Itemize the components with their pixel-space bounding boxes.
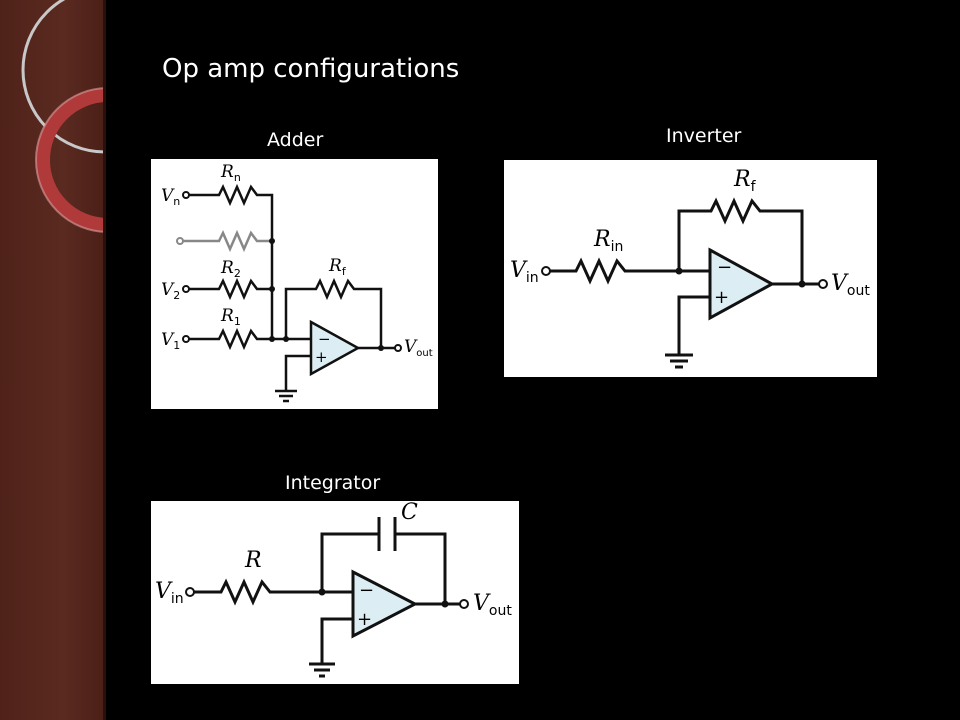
integrator-diagram: − + R C Vin Vout: [151, 501, 519, 684]
inverter-rin-label: Rin: [593, 227, 623, 255]
integrator-c-label: C: [401, 501, 418, 525]
adder-input-terminal-1: [182, 335, 190, 343]
integrator-vin-label: Vin: [155, 579, 184, 607]
ring-small-inner: [35, 87, 106, 233]
sidebar-decoration: [0, 0, 106, 720]
adder-label: Adder: [267, 129, 324, 151]
inverter-input-terminal: [541, 266, 551, 276]
integrator-label: Integrator: [285, 472, 381, 494]
adder-rf-label: Rf: [328, 256, 347, 278]
adder-ground-wire: [284, 354, 311, 391]
adder-input-terminal-gray: [176, 237, 184, 245]
integrator-ground-symbol: [309, 662, 335, 678]
adder-diagram: − + Rn R2 R1 Rf Vn V2 V1 Vout: [151, 159, 438, 409]
sidebar-rings-graphic: [21, 0, 106, 233]
integrator-input-terminal: [185, 587, 195, 597]
integrator-output-terminal: [459, 599, 469, 609]
sidebar-edge: [103, 0, 106, 720]
adder-ground-symbol: [275, 389, 297, 403]
ring-large: [21, 0, 106, 154]
adder-wire-2: [189, 277, 272, 301]
adder-input-terminal-n: [182, 191, 190, 199]
integrator-r-label: R: [244, 548, 262, 573]
inverter-minus-sign: −: [717, 257, 732, 278]
adder-input-terminal-2: [182, 285, 190, 293]
integrator-feedback: [320, 532, 447, 604]
inverter-ground-wire: [677, 295, 710, 355]
adder-wire-n: [189, 183, 274, 339]
inverter-feedback: [677, 197, 804, 284]
inverter-opamp: [708, 247, 776, 321]
integrator-plus-sign: +: [357, 609, 372, 630]
ring-small: [36, 88, 106, 232]
adder-vout-label: Vout: [404, 337, 433, 359]
integrator-input-wire: [193, 578, 353, 606]
adder-plus-sign: +: [315, 348, 328, 366]
inverter-input-wire: [550, 257, 710, 285]
inverter-vin-label: Vin: [510, 258, 539, 286]
adder-vn-label: Vn: [161, 186, 180, 208]
slide-title: Op amp configurations: [162, 54, 460, 84]
adder-wire-gray: [183, 229, 272, 253]
inverter-circuit-svg: − + Rin Rf Vin Vout: [510, 167, 870, 369]
adder-minus-sign: −: [318, 330, 331, 348]
integrator-ground-wire: [320, 617, 353, 664]
adder-r2-label: R2: [220, 258, 241, 280]
adder-rn-label: Rn: [220, 162, 241, 184]
integrator-vout-label: Vout: [473, 591, 512, 619]
adder-v2-label: V2: [161, 280, 180, 302]
adder-circuit-svg: − + Rn R2 R1 Rf Vn V2 V1 Vout: [161, 162, 433, 403]
inverter-plus-sign: +: [714, 287, 729, 308]
adder-output-terminal: [394, 344, 402, 352]
adder-feedback: [284, 277, 383, 348]
adder-opamp: [309, 319, 361, 377]
inverter-output-terminal: [818, 279, 828, 289]
inverter-diagram: − + Rin Rf Vin Vout: [504, 160, 877, 377]
adder-r1-label: R1: [220, 306, 241, 328]
inverter-label: Inverter: [666, 125, 742, 147]
inverter-rf-label: Rf: [733, 167, 757, 195]
adder-v1-label: V1: [161, 330, 180, 352]
integrator-circuit-svg: − + R C Vin Vout: [155, 501, 512, 678]
inverter-vout-label: Vout: [831, 271, 870, 299]
integrator-opamp: [351, 569, 419, 639]
adder-wire-1: [189, 327, 311, 351]
integrator-minus-sign: −: [359, 580, 374, 601]
integrator-capacitor-plates: [377, 517, 397, 551]
inverter-ground-symbol: [665, 353, 693, 369]
